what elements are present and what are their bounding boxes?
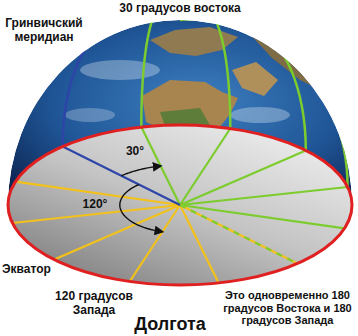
- longitude-label: 120 градусов Запада: [38, 290, 150, 318]
- longitude-spoke: [180, 150, 306, 205]
- land: [232, 62, 278, 96]
- longitude-spoke: [180, 187, 348, 205]
- longitude-spoke: [180, 205, 219, 283]
- cloud: [80, 60, 160, 80]
- longitude-spoke: [180, 205, 297, 264]
- angle-arc: [120, 185, 163, 232]
- equator-label: Экватор: [2, 263, 60, 277]
- meridian-line: [141, 4, 180, 127]
- angle-label: 120°: [79, 198, 111, 212]
- meridian-line: [180, 5, 230, 129]
- equator-plane: [8, 125, 352, 285]
- meridian-label: Гринвичский меридиан: [2, 17, 86, 45]
- angle-label: 30°: [120, 145, 150, 159]
- longitude-spoke: [180, 205, 297, 264]
- angle-arc: [121, 166, 160, 176]
- longitude-spoke: [63, 146, 180, 205]
- longitude-spoke: [130, 205, 180, 282]
- cloud: [65, 108, 115, 122]
- equator-line: [8, 125, 352, 285]
- meridian-label: 30 градусов востока: [100, 2, 260, 16]
- diagram-title: Долгота: [100, 314, 240, 335]
- longitude-label: Это одновременно 180 градусов Востока и …: [220, 289, 355, 327]
- cloud: [230, 107, 290, 123]
